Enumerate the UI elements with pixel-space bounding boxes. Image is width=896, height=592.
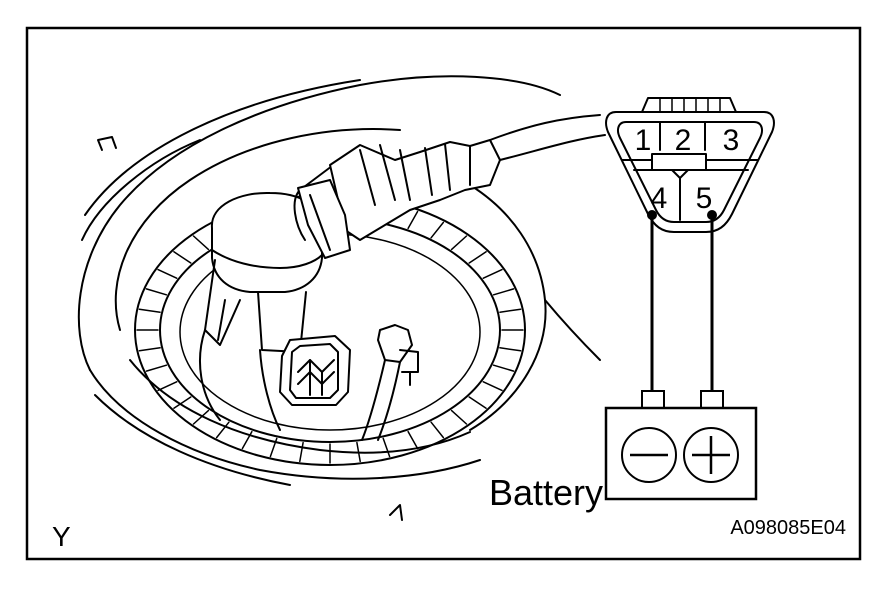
ring-tooth <box>145 288 168 296</box>
ring-tooth <box>492 288 515 296</box>
figure-code: A098085E04 <box>730 517 846 539</box>
ring-tooth <box>138 347 161 352</box>
battery-post-negative <box>641 390 665 409</box>
ring-tooth <box>173 251 192 264</box>
view-letter: Y <box>52 521 71 552</box>
ring-tooth <box>192 409 210 425</box>
ring-tooth <box>241 430 253 450</box>
ring-tooth <box>450 235 468 251</box>
ring-tooth <box>269 437 278 458</box>
ring-tooth <box>499 347 522 352</box>
ring-tooth <box>157 381 178 392</box>
ring-tooth <box>450 409 468 425</box>
battery-symbol <box>604 390 758 501</box>
ring-tooth <box>468 396 487 409</box>
ring-tooth <box>138 308 161 313</box>
ring-tooth <box>157 268 178 279</box>
ring-tooth <box>299 441 304 463</box>
ring-tooth <box>482 268 503 279</box>
fuel-pump-assembly-drawing <box>77 75 606 521</box>
ring-tooth <box>407 430 419 450</box>
ring-tooth <box>482 381 503 392</box>
ring-tooth <box>407 210 419 230</box>
ring-tooth <box>468 251 487 264</box>
connector-pin-3: 3 <box>723 124 740 157</box>
battery-post-positive <box>700 390 724 409</box>
connector-pin-5: 5 <box>696 182 713 215</box>
ring-tooth <box>173 396 192 409</box>
ring-tooth <box>430 221 445 239</box>
ring-tooth <box>499 308 522 313</box>
ring-tooth <box>356 441 361 463</box>
connector-pin-1: 1 <box>635 124 652 157</box>
test-leads <box>647 210 717 395</box>
battery-label: Battery <box>489 472 603 513</box>
ring-tooth <box>430 421 445 439</box>
ring-tooth <box>492 364 515 372</box>
ring-tooth <box>192 235 210 251</box>
connector-front-view <box>605 97 775 233</box>
ring-tooth <box>145 364 168 372</box>
ring-tooth <box>382 437 391 458</box>
connector-pin-2: 2 <box>675 124 692 157</box>
ring-tooth <box>215 421 230 439</box>
connector-pin-4: 4 <box>651 182 668 215</box>
